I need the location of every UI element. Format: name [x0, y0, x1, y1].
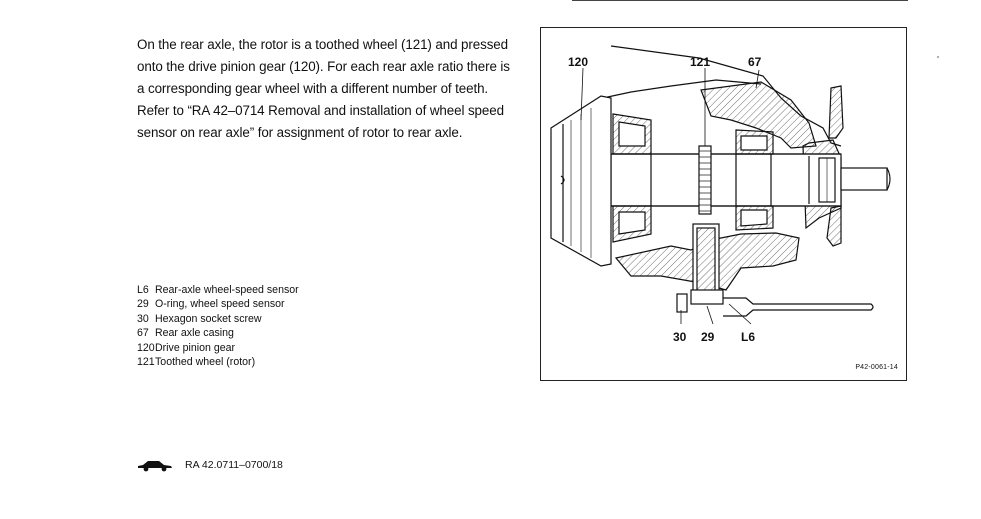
- legend-label: Drive pinion gear: [155, 341, 236, 354]
- legend-item: L6 Rear-axle wheel-speed sensor: [137, 283, 299, 297]
- callout-30: 30: [673, 330, 687, 344]
- callout-29: 29: [701, 330, 715, 344]
- legend-label: Hexagon socket screw: [155, 312, 262, 325]
- figure-id: P42-0061-14: [855, 364, 898, 371]
- callout-120: 120: [568, 55, 589, 69]
- legend-label: Toothed wheel (rotor): [155, 356, 256, 369]
- legend-item: 67 Rear axle casing: [137, 326, 299, 340]
- legend-code: 29: [137, 298, 149, 311]
- callout-121: 121: [690, 55, 711, 69]
- legend-code: L6: [137, 284, 149, 296]
- legend-code: 30: [137, 312, 149, 325]
- body-paragraph: On the rear axle, the rotor is a toothed…: [137, 37, 510, 140]
- callout-L6: L6: [741, 330, 756, 344]
- legend-item: 120 Drive pinion gear: [137, 341, 299, 355]
- footer-reference: RA 42.0711–0700/18: [137, 458, 283, 472]
- legend-code: 67: [137, 327, 149, 340]
- legend-label: O-ring, wheel speed sensor: [155, 298, 285, 311]
- legend-label: Rear axle casing: [155, 327, 234, 340]
- speck: [937, 56, 939, 58]
- callout-67: 67: [748, 55, 762, 69]
- legend-item: 121 Toothed wheel (rotor): [137, 355, 299, 369]
- axle-cross-section-drawing: [550, 45, 891, 325]
- top-rule: [572, 0, 908, 1]
- legend-item: 29 O-ring, wheel speed sensor: [137, 297, 299, 311]
- legend-item: 30 Hexagon socket screw: [137, 312, 299, 326]
- legend-label: Rear-axle wheel-speed sensor: [155, 284, 299, 296]
- car-icon: [138, 461, 172, 472]
- legend-code: 120: [137, 341, 155, 354]
- parts-legend: L6 Rear-axle wheel-speed sensor 29 O-rin…: [137, 283, 299, 369]
- axle-diagram: 120 121 67 30 29 L6 P42-0061-14: [540, 27, 907, 381]
- reference-code: RA 42.0711–0700/18: [185, 459, 283, 471]
- legend-code: 121: [137, 356, 155, 369]
- body-text: On the rear axle, the rotor is a toothed…: [137, 34, 517, 144]
